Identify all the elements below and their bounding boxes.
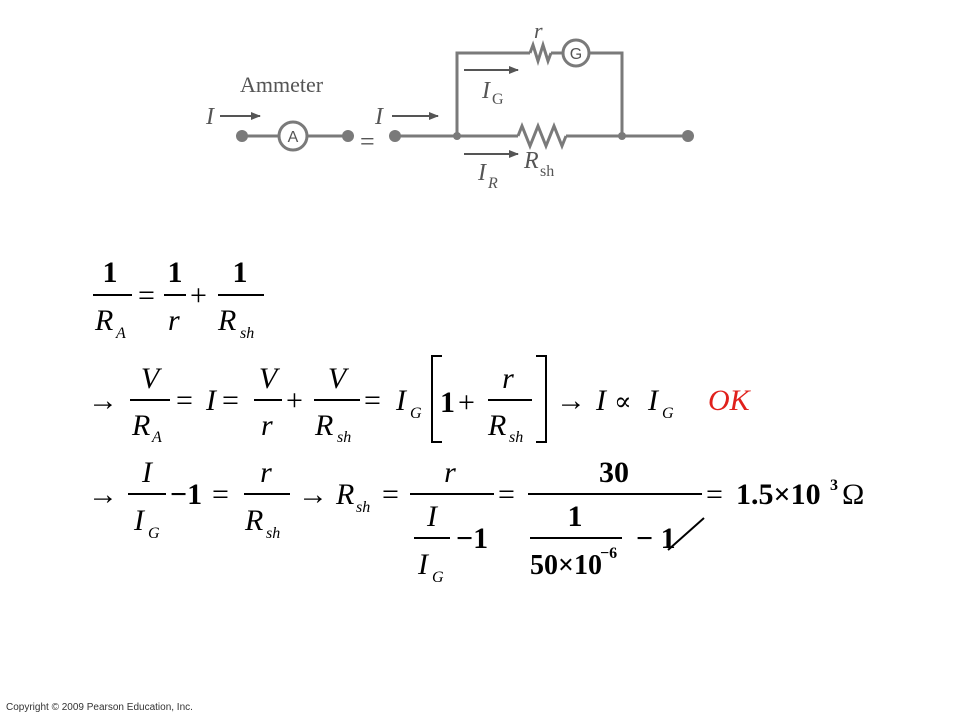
eq2-frac1-den-sub: A: [151, 429, 162, 446]
eq3-frac2-denominator: R: [244, 504, 263, 537]
eq3-inner-den-sub: G: [432, 569, 444, 586]
eq2-bracket-plus: +: [458, 386, 475, 419]
eq3-result-exponent: 3: [830, 477, 838, 494]
eq1-term2-numerator: 1: [233, 256, 248, 289]
eq2-frac3-denominator: R: [314, 409, 333, 442]
eq2-frac3-numerator: V: [328, 362, 350, 395]
eq2-bracket-denominator: R: [487, 409, 506, 442]
copyright-notice: Copyright © 2009 Pearson Education, Inc.: [6, 702, 193, 713]
current-label-left: I: [205, 104, 215, 130]
eq3-minus-one: −1: [170, 478, 202, 511]
eq1-equals: =: [138, 279, 155, 312]
eq3-frac1-den-sub: G: [148, 525, 160, 542]
eq2-equals-3: =: [364, 384, 381, 417]
eq3-frac2-den-sub: sh: [266, 525, 280, 542]
eq2-plus: +: [286, 384, 303, 417]
eq3-result: 1.5×10: [736, 478, 821, 511]
eq3-numeric-inner-exponent: −6: [600, 545, 617, 562]
equation-1: 1 R A = 1 r + 1 R sh: [93, 256, 264, 342]
current-g-subscript: G: [492, 91, 504, 108]
wire-top-right: [589, 51, 624, 136]
eq3-equals-1: =: [212, 478, 229, 511]
eq3-numeric-minus-one: − 1: [636, 522, 676, 555]
equation-3: → I I G −1 = r R sh → R sh = r I I G −1 …: [88, 456, 864, 586]
eq3-numeric-inner-denominator: 50×10: [530, 550, 602, 581]
eq2-bracket-right: [536, 355, 547, 443]
eq3-cancel-stroke: [667, 517, 705, 551]
shunt-resistor: [516, 121, 568, 151]
eq2-arrow: →: [88, 384, 118, 417]
eq2-prop-rhs-sub: G: [662, 405, 674, 422]
galvanometer-resistor: [528, 39, 553, 67]
eq3-arrow-2: →: [298, 478, 328, 511]
galvanometer-letter: G: [570, 46, 582, 63]
eq3-ohm-symbol: Ω: [842, 478, 864, 511]
current-r-label: I: [477, 160, 487, 186]
eq2-ig-sub: G: [410, 405, 422, 422]
eq2-ig: I: [395, 384, 408, 417]
eq2-ok-label: OK: [708, 384, 752, 417]
eq3-frac3-numerator: r: [444, 456, 456, 489]
terminal-left: [236, 130, 248, 142]
eq3-equals-2: =: [382, 478, 399, 511]
eq2-arrow-2: →: [556, 384, 586, 417]
eq2-bracket-one: 1: [440, 386, 455, 419]
eq3-rsh-sub: sh: [356, 499, 370, 516]
eq2-frac1-numerator: V: [141, 362, 163, 395]
eq2-bracket-left: [431, 355, 442, 443]
shunt-label: R: [523, 148, 539, 174]
eq2-proportional: ∝: [614, 387, 632, 416]
eq1-lhs-denominator: R: [94, 304, 113, 337]
resistor-r-label: r: [534, 18, 543, 43]
current-g-label: I: [481, 78, 491, 104]
eq2-equals-1: =: [176, 384, 193, 417]
eq2-frac2-denominator: r: [261, 409, 273, 442]
equivalence-sign: =: [360, 127, 375, 156]
eq1-term1-numerator: 1: [168, 256, 183, 289]
eq1-lhs-den-sub: A: [115, 325, 126, 342]
shunt-subscript: sh: [540, 163, 554, 180]
terminal-left-end: [342, 130, 354, 142]
eq2-frac1-denominator: R: [131, 409, 150, 442]
eq3-inner-numerator: I: [426, 500, 439, 533]
equation-2: → V R A = I = V r + V R sh = I G 1 + r R…: [88, 355, 752, 446]
eq1-term2-den-sub: sh: [240, 325, 254, 342]
eq3-equals-3: =: [498, 478, 515, 511]
eq2-prop-lhs: I: [595, 384, 608, 417]
eq1-plus: +: [190, 279, 207, 312]
current-label-right: I: [374, 104, 384, 130]
ammeter-symbol-letter: A: [288, 129, 299, 146]
eq1-term1-denominator: r: [168, 304, 180, 337]
eq2-prop-rhs: I: [647, 384, 660, 417]
eq2-frac3-den-sub: sh: [337, 429, 351, 446]
eq2-bracket-den-sub: sh: [509, 429, 523, 446]
eq3-arrow: →: [88, 478, 118, 511]
ammeter-label: Ammeter: [240, 72, 324, 97]
eq2-frac2-numerator: V: [259, 362, 281, 395]
eq3-frac1-numerator: I: [141, 456, 154, 489]
eq1-term2-denominator: R: [217, 304, 236, 337]
eq2-current-i: I: [205, 384, 218, 417]
circuit-diagram: A Ammeter I = I G r I G I R R sh: [205, 18, 694, 192]
eq3-rsh: R: [335, 478, 354, 511]
ammeter-symbol: [277, 120, 309, 152]
eq2-bracket-numerator: r: [502, 362, 514, 395]
eq3-frac2-numerator: r: [260, 456, 272, 489]
eq3-equals-4: =: [706, 478, 723, 511]
eq3-numeric-inner-numerator: 1: [568, 500, 583, 533]
wire-top-left: [455, 51, 530, 136]
eq3-inner-minus-one: −1: [456, 522, 488, 555]
eq1-lhs-numerator: 1: [103, 256, 118, 289]
terminal-right-end: [682, 130, 694, 142]
eq3-frac1-denominator: I: [133, 504, 146, 537]
current-r-subscript: R: [487, 175, 498, 192]
eq3-numeric-numerator: 30: [599, 456, 629, 489]
eq3-inner-denominator: I: [417, 548, 430, 581]
eq2-equals-2: =: [222, 384, 239, 417]
